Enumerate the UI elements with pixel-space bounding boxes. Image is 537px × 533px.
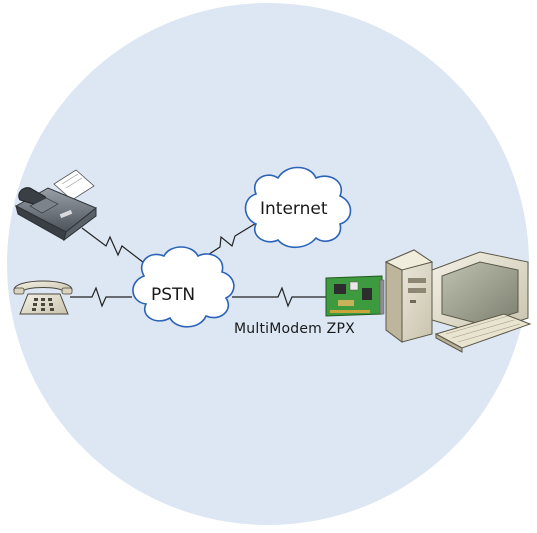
- modem-card-icon: [325, 275, 385, 317]
- fax-pstn-link: [81, 227, 149, 267]
- desktop-computer-icon: [384, 249, 532, 353]
- pstn-internet-link: [193, 221, 259, 265]
- internet-cloud-icon: [244, 166, 352, 249]
- pstn-modem-link: [232, 286, 326, 308]
- background-circle: [7, 3, 529, 525]
- telephone-icon: [13, 280, 73, 315]
- pstn-cloud-icon: [132, 246, 235, 328]
- phone-pstn-link: [70, 286, 132, 308]
- internet-label: Internet: [260, 199, 328, 219]
- pstn-label: PSTN: [151, 285, 196, 305]
- fax-machine-icon: [14, 169, 97, 242]
- modem-label: MultiModem ZPX: [234, 321, 355, 337]
- connection-lines: [70, 221, 326, 308]
